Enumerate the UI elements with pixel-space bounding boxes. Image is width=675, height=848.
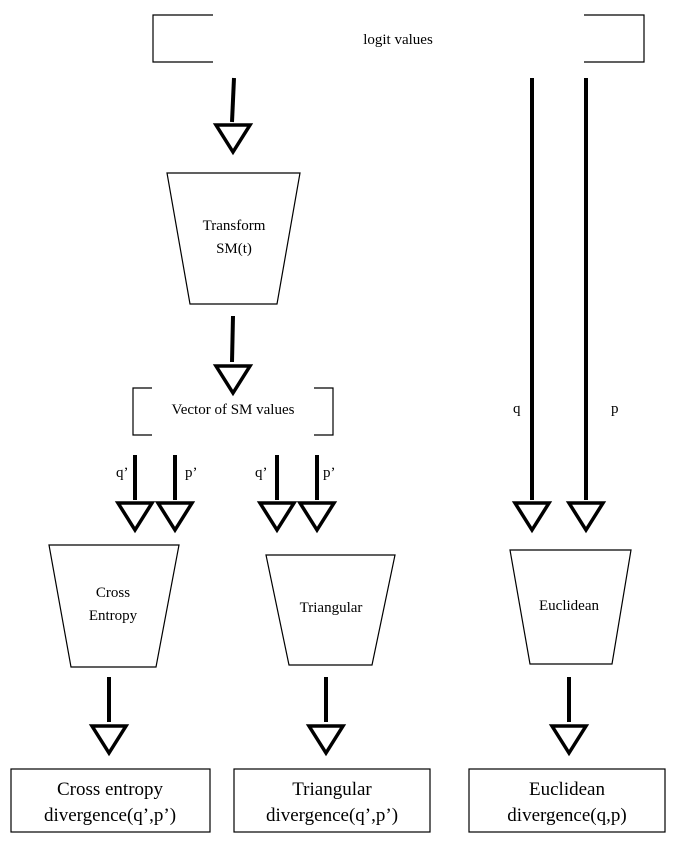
cross-entropy-block <box>48 544 180 668</box>
triangular-output-line2: divergence(q’,p’) <box>266 805 398 826</box>
vector-label: Vector of SM values <box>172 402 295 418</box>
transform-label-line2: SM(t) <box>216 241 252 257</box>
arrow-p-euclidean <box>565 78 607 534</box>
transform-block <box>166 172 301 305</box>
euclidean-output-line2: divergence(q,p) <box>507 805 626 826</box>
cross-entropy-label-line2: Entropy <box>89 608 138 624</box>
arrow-triangular-output <box>305 677 347 757</box>
cross-entropy-output-line2: divergence(q’,p’) <box>44 805 176 826</box>
edge-label-p-prime-2: p’ <box>323 465 336 481</box>
edge-label-p-prime-1: p’ <box>185 465 198 481</box>
edge-label-q: q <box>513 401 521 417</box>
arrow-q-prime-triangular <box>256 455 298 534</box>
edge-label-p: p <box>611 401 619 417</box>
arrow-transform-to-vector <box>212 315 254 397</box>
euclidean-output-line1: Euclidean <box>529 779 605 800</box>
cross-entropy-output-line1: Cross entropy <box>57 779 164 800</box>
arrow-p-prime-triangular <box>296 455 338 534</box>
logit-values-box <box>152 14 645 63</box>
edge-label-q-prime-2: q’ <box>255 465 268 481</box>
edge-label-q-prime-1: q’ <box>116 465 129 481</box>
triangular-output-box <box>233 768 431 833</box>
arrow-euclidean-output <box>548 677 590 757</box>
arrow-p-prime-cross-entropy <box>154 455 196 534</box>
vector-box <box>132 387 334 436</box>
arrow-cross-entropy-output <box>88 677 130 757</box>
euclidean-block <box>509 549 632 665</box>
logit-values-label: logit values <box>363 32 433 48</box>
arrow-q-prime-cross-entropy <box>114 455 156 534</box>
triangular-output-line1: Triangular <box>292 779 372 800</box>
cross-entropy-output-box <box>10 768 211 833</box>
cross-entropy-label-line1: Cross <box>96 585 130 601</box>
triangular-block <box>265 554 396 666</box>
euclidean-label: Euclidean <box>539 598 599 614</box>
arrow-q-euclidean <box>511 78 553 534</box>
arrow-logits-to-transform <box>212 77 254 156</box>
triangular-label: Triangular <box>300 600 363 616</box>
euclidean-output-box <box>468 768 666 833</box>
transform-label-line1: Transform <box>203 218 266 234</box>
